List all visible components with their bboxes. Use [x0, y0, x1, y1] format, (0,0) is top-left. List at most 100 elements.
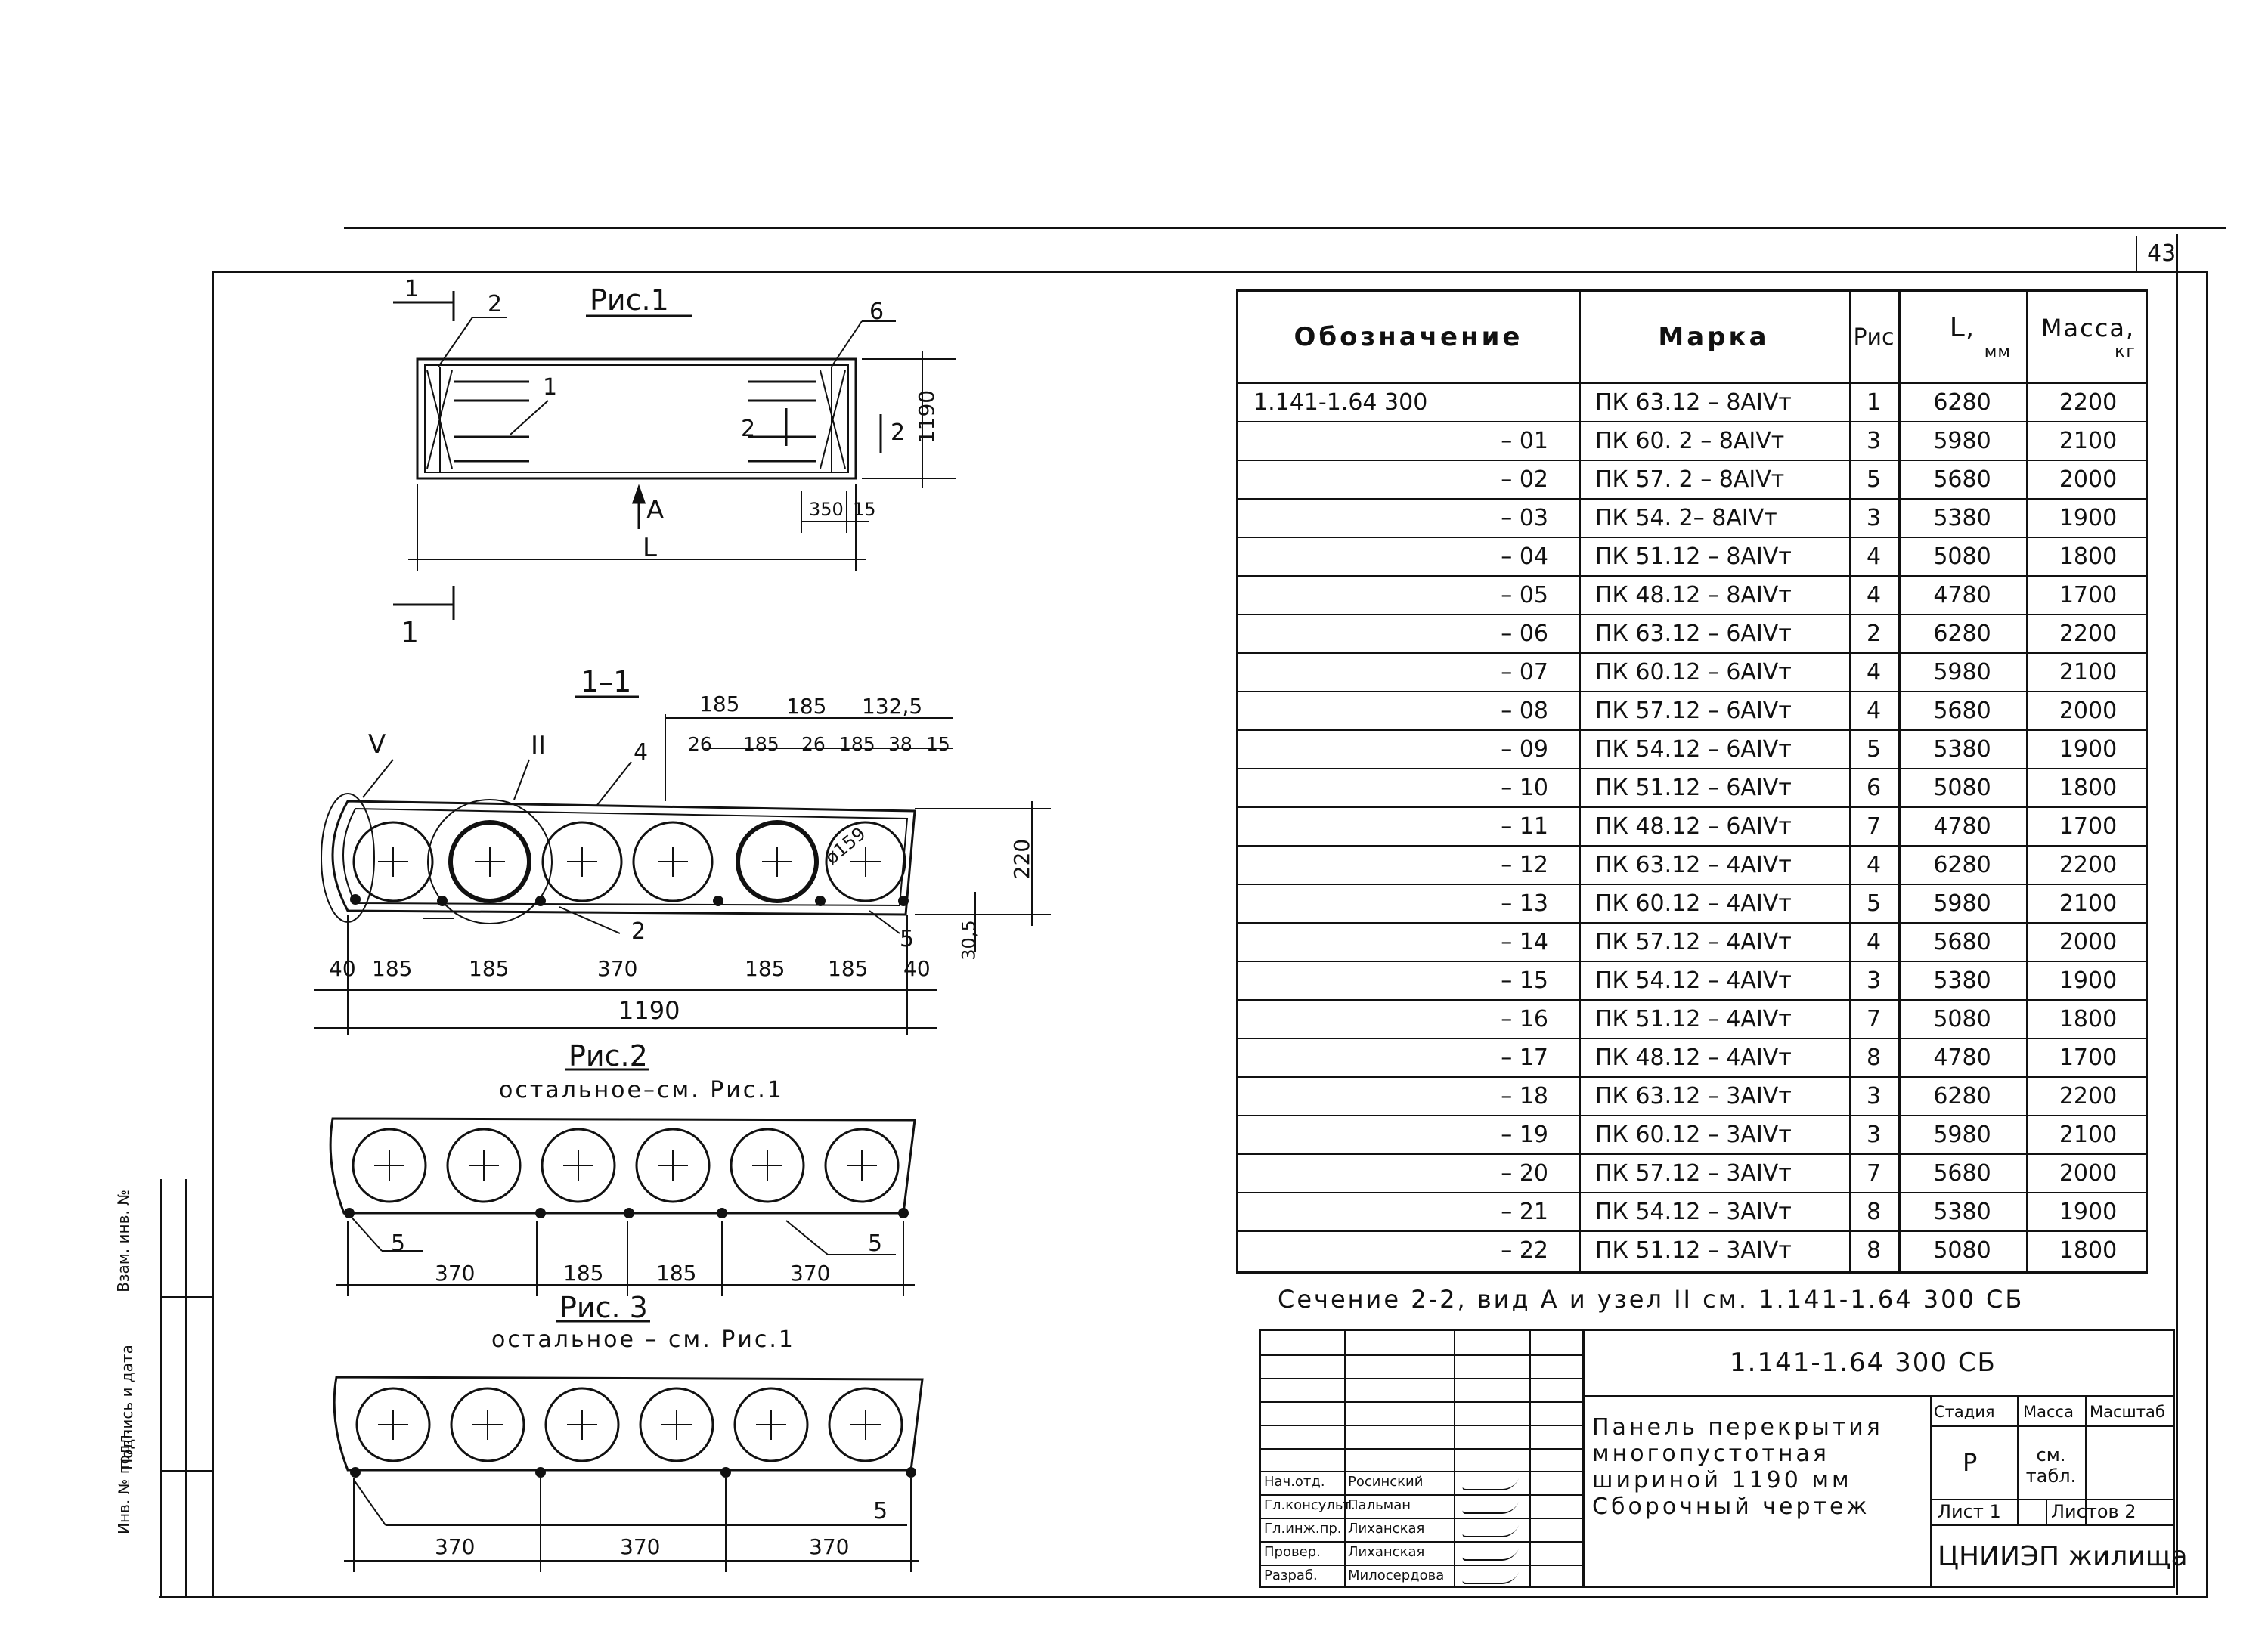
frame-bottom — [159, 1596, 2208, 1598]
cell-L: 4780 — [1933, 1045, 1991, 1071]
drawings — [314, 291, 1051, 1572]
cell-L: 5980 — [1933, 1122, 1991, 1148]
frame-right — [2176, 234, 2178, 1595]
title-line: Панель перекрытия — [1592, 1414, 1883, 1441]
cell-designation: – 19 — [1501, 1122, 1548, 1148]
cell-designation: – 13 — [1501, 890, 1548, 917]
fig1-dim-height: 1190 — [914, 389, 940, 444]
header-mass: Масса, кг — [2026, 292, 2150, 382]
cell-L: 4780 — [1933, 813, 1991, 840]
sec11-bottom-dim: 40 — [329, 956, 356, 981]
fig2-callout: 5 — [391, 1230, 406, 1257]
tb-divider — [1930, 1395, 1932, 1588]
tb-divider — [2017, 1395, 2019, 1524]
cell-mark: ПК 63.12 – 4АIVт — [1595, 852, 1792, 878]
signer-role: Провер. — [1264, 1544, 1321, 1560]
cell-designation: – 07 — [1501, 659, 1548, 686]
cell-mass: 2100 — [2059, 1122, 2118, 1148]
cell-L: 5680 — [1933, 466, 1991, 493]
signature-scribble — [1461, 1478, 1519, 1490]
cell-mass: 2200 — [2059, 621, 2118, 647]
sec11-bottom-dim: 40 — [903, 956, 931, 981]
cell-designation: – 21 — [1501, 1199, 1548, 1225]
cell-L: 5980 — [1933, 659, 1991, 686]
cell-fig: 4 — [1866, 929, 1882, 955]
cell-L: 5680 — [1933, 698, 1991, 724]
cell-fig: 2 — [1866, 621, 1882, 647]
signer-name: Лиханская — [1348, 1544, 1425, 1560]
fig3-dim: 370 — [435, 1534, 476, 1559]
header-mark: Марка — [1658, 322, 1770, 352]
sec11-top-dim: 185 — [786, 694, 827, 719]
header-length: L, мм — [1898, 292, 2026, 382]
fig2-dim: 185 — [563, 1261, 604, 1286]
cell-mass: 1800 — [2059, 775, 2118, 801]
cell-fig: 8 — [1866, 1237, 1882, 1264]
cell-L: 5080 — [1933, 775, 1991, 801]
fig2-dim: 370 — [435, 1261, 476, 1286]
signer-role: Нач.отд. — [1264, 1474, 1325, 1490]
cell-designation: – 02 — [1501, 466, 1548, 493]
cell-designation: – 10 — [1501, 775, 1548, 801]
header-mass-unit: кг — [2115, 342, 2136, 361]
sec11-right-dim: 220 — [1009, 838, 1035, 880]
cell-fig: 7 — [1866, 813, 1882, 840]
cell-fig: 6 — [1866, 775, 1882, 801]
tb-divider — [1930, 1499, 2175, 1500]
signature-scribble — [1461, 1549, 1519, 1561]
sec11-callout: 2 — [631, 918, 646, 945]
sec11-top-dim2: 38 — [888, 733, 912, 755]
fig2-subtitle: остальное–см. Рис.1 — [499, 1077, 784, 1103]
cell-mass: 1800 — [2059, 543, 2118, 570]
cell-fig: 7 — [1866, 1006, 1882, 1032]
cell-mass: 2000 — [2059, 929, 2118, 955]
sec11-outline — [331, 800, 916, 916]
signer-role: Гл.инж.пр. — [1264, 1521, 1342, 1537]
fig2-outline — [329, 1117, 916, 1215]
fig2-voids — [352, 1128, 900, 1203]
cell-designation: – 18 — [1501, 1083, 1548, 1110]
cell-mark: ПК 57.12 – 3АIVт — [1595, 1160, 1792, 1187]
cell-mark: ПК 60.12 – 6АIVт — [1595, 659, 1792, 686]
cell-L: 6280 — [1933, 1083, 1991, 1110]
stage-label: Стадия — [1934, 1403, 1995, 1421]
fig2-callout: 5 — [868, 1230, 883, 1257]
grid-line — [1261, 1401, 1582, 1403]
cell-mark: ПК 51.12 – 6АIVт — [1595, 775, 1792, 801]
tb-divider — [1930, 1425, 2175, 1427]
cell-designation: – 06 — [1501, 621, 1548, 647]
signer-role: Разраб. — [1264, 1568, 1318, 1583]
sec11-top-dim: 185 — [699, 692, 740, 717]
cell-fig: 4 — [1866, 698, 1882, 724]
cell-mass: 1900 — [2059, 967, 2118, 994]
sec11-total: 1190 — [618, 996, 680, 1025]
header-length-label: L, — [1949, 312, 1975, 343]
fig1-leader-2 — [438, 317, 473, 367]
cell-fig: 3 — [1866, 505, 1882, 531]
cell-mass: 2200 — [2059, 852, 2118, 878]
stamp-sep1 — [160, 1296, 212, 1298]
node-v-oval — [321, 793, 375, 923]
grid-line — [1261, 1354, 1582, 1356]
frame-left — [212, 271, 214, 1597]
cell-designation: – 09 — [1501, 736, 1548, 763]
cell-mass: 1800 — [2059, 1006, 2118, 1032]
cell-fig: 8 — [1866, 1045, 1882, 1071]
fig1-title: Рис.1 — [590, 283, 669, 317]
cell-L: 5980 — [1933, 428, 1991, 454]
fig1-callout: 2 — [741, 416, 756, 442]
sec11-top-dim2: 185 — [839, 733, 875, 755]
cell-mass: 1800 — [2059, 1237, 2118, 1264]
cell-L: 5380 — [1933, 505, 1991, 531]
cell-mass: 1700 — [2059, 582, 2118, 608]
tb-divider — [1582, 1331, 1585, 1588]
